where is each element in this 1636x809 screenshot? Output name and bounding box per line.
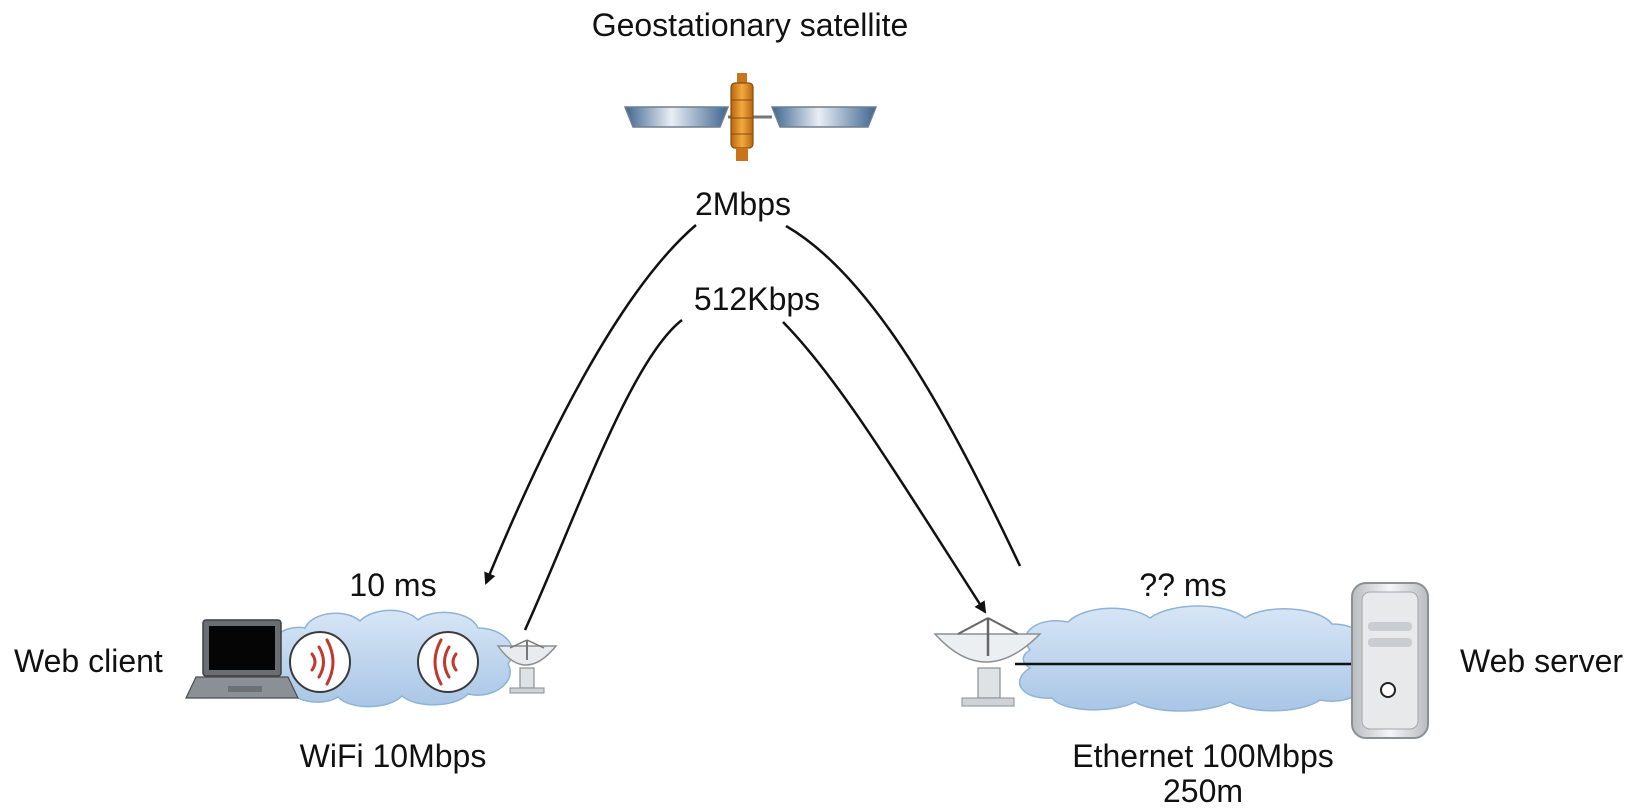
ethernet-label: Ethernet 100Mbps — [1072, 738, 1334, 774]
downlink-rate-label: 2Mbps — [694, 186, 792, 222]
client-latency-label: 10 ms — [349, 567, 437, 603]
wifi-label: WiFi 10Mbps — [299, 738, 487, 774]
satellite-icon — [623, 73, 878, 161]
ethernet-distance-label: 250m — [1162, 773, 1244, 809]
uplink-rate-label: 512Kbps — [693, 281, 821, 317]
downlink-from-server-side — [785, 224, 1022, 567]
wifi-signal-icon — [289, 631, 351, 693]
satellite-links — [484, 224, 1022, 631]
web-client-label: Web client — [14, 643, 163, 679]
ethernet-cloud — [1015, 605, 1371, 712]
uplink-from-client — [523, 319, 683, 631]
satellite-label: Geostationary satellite — [591, 7, 909, 43]
server-tower-icon — [1351, 582, 1429, 739]
laptop-icon — [185, 619, 299, 699]
uplink-to-server-dish — [782, 321, 987, 614]
downlink-to-client — [484, 224, 697, 585]
satellite-dish-icon — [496, 639, 558, 694]
web-server-label: Web server — [1460, 643, 1624, 679]
satellite-dish-icon — [933, 617, 1042, 707]
wifi-signal-icon — [417, 631, 479, 693]
server-latency-label: ?? ms — [1139, 567, 1227, 603]
